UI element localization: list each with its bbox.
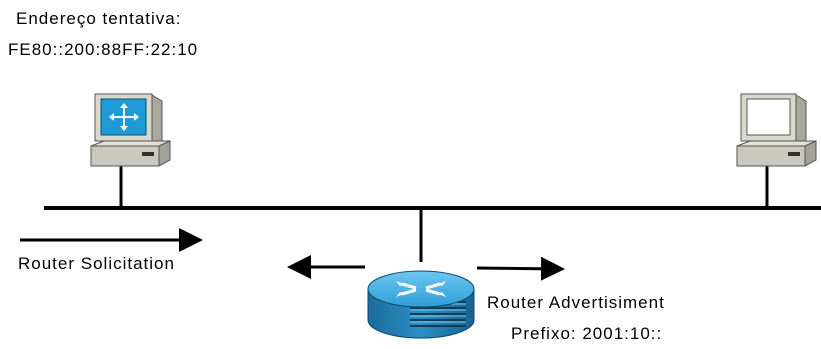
router-solicitation-label: Router Solicitation (18, 254, 175, 273)
router-prefix-label: Prefixo: 2001:10:: (511, 324, 663, 343)
address-value: FE80::200:88FF:22:10 (8, 40, 199, 59)
router-icon (367, 270, 475, 339)
router-advertisement-label: Router Advertisiment (487, 293, 665, 312)
address-caption: Endereço tentativa: (16, 9, 182, 28)
pc-with-router-screen-icon (90, 93, 171, 167)
pc-blank-screen-icon (736, 93, 817, 167)
advertisement-arrow-right (476, 256, 565, 281)
